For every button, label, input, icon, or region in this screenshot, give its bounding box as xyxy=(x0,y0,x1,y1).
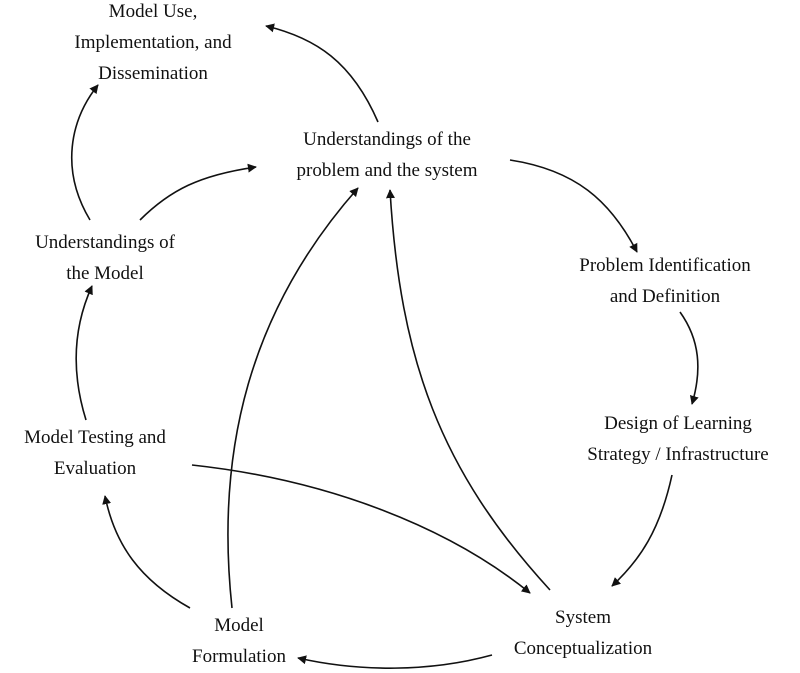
node-understandings-model: Understandings of the Model xyxy=(10,227,200,289)
arrow-model-understanding-to-problem xyxy=(139,163,257,221)
node-design-learning: Design of Learning Strategy / Infrastruc… xyxy=(560,408,796,470)
arrow-system-to-problem xyxy=(385,189,551,591)
arrow-system-to-formulation xyxy=(297,654,493,669)
node-model-use: Model Use, Implementation, and Dissemina… xyxy=(48,0,258,89)
node-understandings-problem-line-1: Understandings of the xyxy=(303,129,471,150)
node-model-testing-line-1: Model Testing and xyxy=(24,427,166,448)
node-model-use-line-3: Dissemination xyxy=(98,63,208,84)
node-understandings-problem-line-2: problem and the system xyxy=(296,160,478,181)
node-understandings-model-line-1: Understandings of xyxy=(35,232,175,253)
arrow-model-understanding-to-model-use xyxy=(71,84,99,221)
node-understandings-problem: Understandings of the problem and the sy… xyxy=(262,124,512,186)
node-system-conceptualization: System Conceptualization xyxy=(488,602,678,664)
node-model-use-line-2: Implementation, and xyxy=(74,32,232,53)
arrow-problem-to-identification xyxy=(509,159,638,253)
node-model-formulation-line-2: Formulation xyxy=(192,646,286,667)
node-design-learning-line-1: Design of Learning xyxy=(604,413,752,434)
node-understandings-model-line-2: the Model xyxy=(66,263,144,284)
node-system-conceptualization-line-1: System xyxy=(555,607,611,628)
node-model-formulation-line-1: Model xyxy=(214,615,264,636)
node-design-learning-line-2: Strategy / Infrastructure xyxy=(587,444,769,465)
arrow-testing-to-model-understanding xyxy=(75,285,93,421)
arrow-design-to-system xyxy=(611,474,673,587)
arrow-formulation-to-problem xyxy=(227,187,359,609)
arrow-testing-to-system xyxy=(191,464,531,594)
node-problem-identification-line-1: Problem Identification xyxy=(579,255,751,276)
node-model-testing-line-2: Evaluation xyxy=(53,458,137,479)
arrow-formulation-to-testing xyxy=(102,495,191,609)
node-model-testing: Model Testing and Evaluation xyxy=(0,422,190,484)
arrow-problem-to-model-use xyxy=(265,23,379,123)
node-problem-identification: Problem Identification and Definition xyxy=(550,250,780,312)
node-problem-identification-line-2: and Definition xyxy=(609,286,721,307)
arrow-identification-to-design xyxy=(679,311,699,405)
node-system-conceptualization-line-2: Conceptualization xyxy=(513,638,653,659)
node-model-formulation: Model Formulation xyxy=(172,610,306,672)
node-model-use-line-1: Model Use, xyxy=(108,1,198,22)
